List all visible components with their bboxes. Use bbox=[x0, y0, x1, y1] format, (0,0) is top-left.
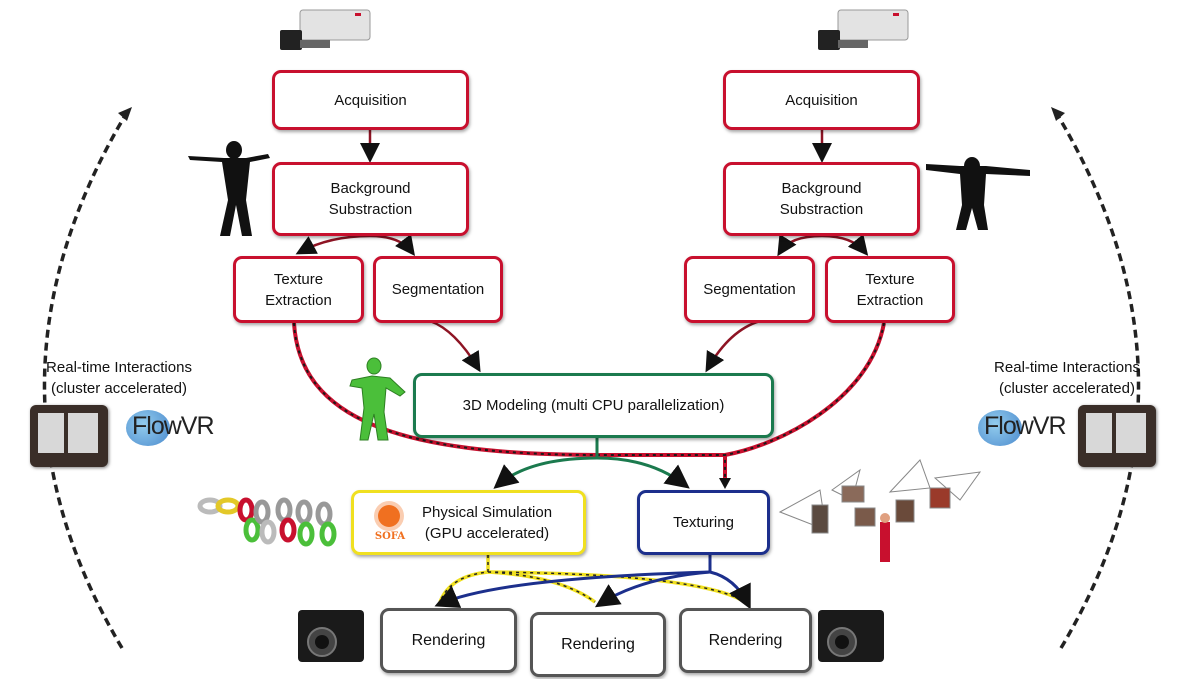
right-acquisition-box: Acquisition bbox=[723, 70, 920, 130]
wire-texturing-render-3 bbox=[709, 570, 751, 610]
left-acquisition-label: Acquisition bbox=[334, 91, 407, 109]
interaction-arc-left bbox=[42, 113, 128, 649]
modeling-label: 3D Modeling (multi CPU parallelization) bbox=[462, 397, 725, 414]
silhouette-icon bbox=[926, 157, 1030, 230]
sofa-logo-text: SOFA bbox=[374, 530, 406, 542]
right-acquisition-label: Acquisition bbox=[785, 91, 858, 109]
wire-left-texture-texturing-twist bbox=[293, 322, 726, 478]
cluster-photo-icon bbox=[1078, 405, 1156, 467]
left-background-label-1: Background bbox=[330, 180, 411, 197]
rendering-box-1: Rendering bbox=[380, 608, 517, 673]
right-background-box: Background Substraction bbox=[723, 162, 920, 236]
texturing-box: Texturing bbox=[637, 490, 770, 555]
right-texture-label-1: Texture bbox=[865, 270, 915, 288]
physical-simulation-box: SOFA Physical Simulation (GPU accelerate… bbox=[351, 490, 586, 555]
wire-texturing-render-1 bbox=[434, 555, 712, 608]
left-background-label-2: Substraction bbox=[328, 201, 413, 218]
interaction-arc-right bbox=[1055, 113, 1141, 649]
texturing-label: Texturing bbox=[673, 514, 734, 531]
camera-icon bbox=[818, 9, 909, 50]
wire-modeling-texturing bbox=[596, 456, 690, 489]
wire-left-bg-seg bbox=[369, 234, 416, 256]
wire-right-seg-modeling bbox=[705, 319, 761, 373]
projector-icon bbox=[298, 610, 364, 662]
wire-left-seg-modeling bbox=[429, 319, 481, 373]
rendering-label-2: Rendering bbox=[561, 636, 635, 653]
left-segmentation-box: Segmentation bbox=[373, 256, 503, 323]
interactions-left-line2: (cluster accelerated) bbox=[51, 380, 187, 397]
flowvr-logo-icon: FlowVR bbox=[978, 410, 1067, 446]
rendering-label-3: Rendering bbox=[708, 632, 783, 649]
interactions-left-label: Real-time Interactions (cluster accelera… bbox=[29, 357, 209, 399]
right-texture-extraction-box: Texture Extraction bbox=[825, 256, 955, 323]
rendering-box-2: Rendering bbox=[530, 612, 666, 677]
sofa-logo-icon: SOFA bbox=[366, 501, 414, 545]
right-background-label-2: Substraction bbox=[779, 201, 864, 218]
right-segmentation-label: Segmentation bbox=[703, 281, 796, 298]
wire-left-bg-texture bbox=[295, 234, 371, 255]
modeling-box: 3D Modeling (multi CPU parallelization) bbox=[413, 373, 774, 438]
interaction-arc-left-arrowhead bbox=[118, 107, 132, 121]
left-background-box: Background Substraction bbox=[272, 162, 469, 236]
physical-label-2: (GPU accelerated) bbox=[424, 524, 550, 542]
interaction-arc-right-arrowhead bbox=[1051, 107, 1065, 121]
rendering-box-3: Rendering bbox=[679, 608, 812, 673]
flowvr-logo-right: FlowVR bbox=[984, 412, 1067, 440]
left-texture-label-1: Texture bbox=[273, 270, 324, 288]
projector-icon bbox=[818, 610, 884, 662]
flowvr-logo-icon: FlowVR bbox=[126, 410, 215, 446]
interactions-left-line1: Real-time Interactions bbox=[46, 359, 192, 376]
interactions-right-line1: Real-time Interactions bbox=[994, 359, 1140, 376]
left-segmentation-label: Segmentation bbox=[391, 281, 485, 298]
wire-right-texture-texturing-twist bbox=[724, 322, 885, 456]
interactions-right-line2: (cluster accelerated) bbox=[999, 380, 1135, 397]
wire-right-bg-texture bbox=[821, 234, 869, 256]
right-texture-label-2: Extraction bbox=[856, 291, 924, 309]
silhouette-icon bbox=[188, 141, 270, 236]
left-texture-extraction-box: Texture Extraction bbox=[233, 256, 364, 323]
camera-views-icon bbox=[778, 459, 982, 562]
interactions-right-label: Real-time Interactions (cluster accelera… bbox=[977, 357, 1157, 399]
left-acquisition-box: Acquisition bbox=[272, 70, 469, 130]
cluster-photo-icon bbox=[30, 405, 108, 467]
chain-links-icon bbox=[197, 497, 337, 547]
camera-icon bbox=[280, 9, 371, 50]
green-mesh-figure-icon bbox=[349, 357, 406, 441]
wire-modeling-physics bbox=[493, 438, 599, 489]
physical-label-1: Physical Simulation bbox=[422, 503, 553, 521]
wire-texturing-render-2 bbox=[594, 570, 711, 608]
flowvr-logo-left: FlowVR bbox=[132, 412, 215, 440]
rendering-label-1: Rendering bbox=[411, 632, 486, 649]
left-texture-label-2: Extraction bbox=[265, 291, 332, 309]
right-background-label-1: Background bbox=[781, 180, 862, 197]
wire-texturing-arrowhead bbox=[719, 478, 731, 489]
right-segmentation-box: Segmentation bbox=[684, 256, 815, 323]
wire-right-bg-seg bbox=[777, 233, 823, 257]
